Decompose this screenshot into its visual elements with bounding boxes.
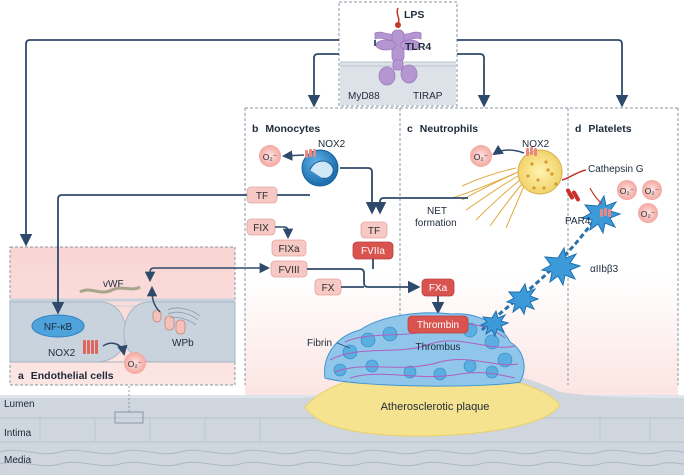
monocyte-cell: NOX2 O₂⁻ xyxy=(259,139,346,187)
fx-fxa-arrow xyxy=(307,268,421,294)
mono-tf-arrow xyxy=(340,167,379,215)
tlr4-label: TLR4 xyxy=(405,41,431,53)
panel-d-letter: d xyxy=(575,123,581,135)
endo-superoxide-label: O₂⁻ xyxy=(128,359,143,369)
fixa-label: FIXa xyxy=(278,244,300,255)
vwf-fviii-arrow xyxy=(144,262,271,283)
tf-nfkb-arrow xyxy=(51,194,247,315)
signal-arrows xyxy=(19,39,629,247)
nfkb-shape xyxy=(31,314,85,338)
fix-label: FIX xyxy=(253,223,269,234)
mono-superoxide-label: O₂⁻ xyxy=(263,152,278,162)
panel-d-name: Platelets xyxy=(588,123,631,135)
tf-pill-right xyxy=(360,221,388,239)
panel-a-name: Endothelial cells xyxy=(31,370,114,382)
endo-superoxide xyxy=(124,352,146,374)
panel-c-name: Neutrophils xyxy=(420,123,478,135)
net-tf-arrow xyxy=(373,197,468,215)
thrombin-label: Thrombin xyxy=(417,320,459,331)
mono-superoxide xyxy=(259,145,281,167)
fxa-label: FXa xyxy=(429,283,448,294)
panel-b-letter: b xyxy=(252,123,258,135)
plt-superoxide-2 xyxy=(642,180,662,200)
thrombus-label: Thrombus xyxy=(415,342,460,353)
fx-label: FX xyxy=(322,283,335,294)
fibrin-label: Fibrin xyxy=(307,338,332,349)
par4-label: PAR4 xyxy=(565,216,591,227)
integrin-label: αIIbβ3 xyxy=(590,264,619,275)
fviii-label: FVIII xyxy=(278,265,299,276)
neut-superoxide xyxy=(470,145,492,167)
coag-cascade: TF FIX FIXa FVIII TF FVIIa FX FXa xyxy=(51,186,455,315)
panel-a-letter: a xyxy=(18,370,24,382)
panel-b-title: b Monocytes xyxy=(252,123,320,135)
fviia-label: FVIIa xyxy=(361,246,385,257)
lps-label: LPS xyxy=(404,9,424,21)
tf-label-right: TF xyxy=(368,226,380,237)
fixa-pill xyxy=(271,239,307,257)
panel-b-name: Monocytes xyxy=(265,123,320,135)
layer-label-intima: Intima xyxy=(4,428,32,439)
layer-label-media: Media xyxy=(4,455,32,466)
panel-d-title: d Platelets xyxy=(575,123,632,135)
platelet-chain: PAR4 αIIbβ3 O₂⁻ O₂⁻ O₂⁻ xyxy=(479,180,662,338)
neutrophil-cell: NOX2 O₂⁻ NET formation Cathepsin G xyxy=(415,139,644,229)
plt-superoxide-label-3: O₂⁻ xyxy=(641,209,656,219)
tirap-label: TIRAP xyxy=(413,91,443,102)
thrombin-pill xyxy=(407,315,469,334)
panel-c-letter: c xyxy=(407,123,413,135)
nfkb-label: NF-κB xyxy=(44,322,73,333)
myd88-label: MyD88 xyxy=(348,91,380,102)
panel-c-title: c Neutrophils xyxy=(407,123,478,135)
plt-superoxide-1 xyxy=(617,180,637,200)
thrombus: Thrombin Thrombus Fibrin xyxy=(307,312,525,387)
plt-superoxide-3 xyxy=(638,203,658,223)
net-label-line2: formation xyxy=(415,218,457,229)
wpb-label: WPb xyxy=(172,338,194,349)
neut-nox2-label: NOX2 xyxy=(522,139,550,150)
plt-superoxide-label-2: O₂⁻ xyxy=(645,186,660,196)
vwf-label: vWF xyxy=(103,279,124,290)
panel-a-title: a Endothelial cells xyxy=(18,370,114,382)
plaque-label: Atherosclerotic plaque xyxy=(381,401,490,413)
neut-superoxide-label: O₂⁻ xyxy=(474,152,489,162)
net-label-line1: NET xyxy=(427,206,447,217)
layer-label-lumen: Lumen xyxy=(4,399,35,410)
plt-superoxide-label-1: O₂⁻ xyxy=(620,186,635,196)
mono-nox2-label: NOX2 xyxy=(318,139,346,150)
endothelial-panel: NF-κB NOX2 O₂⁻ vWF WPb a Endothelial cel… xyxy=(9,246,236,386)
tlr4-receptor-box: LPS TLR4 MyD88 TIRAP xyxy=(338,1,458,107)
cathepsin-label: Cathepsin G xyxy=(588,164,644,175)
endo-nox2-label: NOX2 xyxy=(48,348,76,359)
tf-label-left: TF xyxy=(256,191,268,202)
